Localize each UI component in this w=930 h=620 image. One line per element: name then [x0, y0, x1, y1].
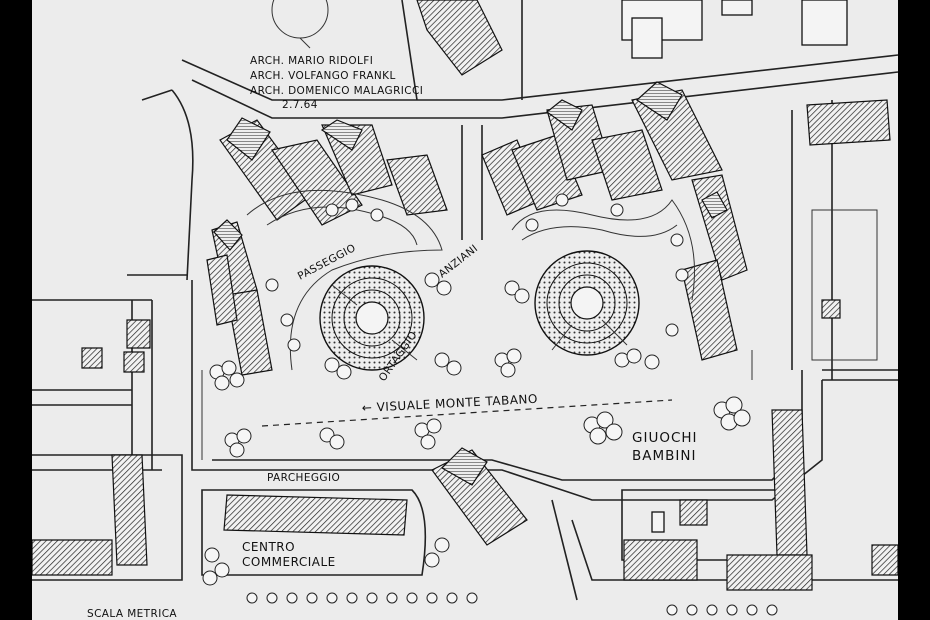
bottom-tree-row	[246, 592, 778, 616]
label-scala-metrica: SCALA METRICA	[87, 608, 177, 620]
circular-garden-right	[534, 250, 640, 356]
site-plan-drawing: ARCH. MARIO RIDOLFI ARCH. VOLFANGO FRANK…	[32, 0, 898, 620]
credits-block: ARCH. MARIO RIDOLFI ARCH. VOLFANGO FRANK…	[250, 55, 423, 111]
southern-buildings	[32, 319, 898, 591]
right-residential-crescent	[481, 81, 748, 361]
credit-date: 2.7.64	[282, 99, 318, 111]
view-axis-line	[261, 399, 673, 427]
label-visuale-monte-tabano: ← VISUALE MONTE TABANO	[361, 392, 538, 415]
credit-architect-3: ARCH. DOMENICO MALAGRICCI	[250, 85, 423, 97]
circular-garden-left	[319, 265, 425, 371]
northern-buildings	[271, 0, 891, 319]
label-commerciale: COMMERCIALE	[242, 555, 336, 569]
urban-plan-sheet: ARCH. MARIO RIDOLFI ARCH. VOLFANGO FRANK…	[32, 0, 898, 620]
left-residential-crescent	[206, 117, 448, 376]
label-giuochi: GIUOCHI	[632, 430, 698, 446]
label-bambini: BAMBINI	[632, 448, 696, 464]
label-parcheggio: PARCHEGGIO	[267, 472, 340, 484]
credit-architect-2: ARCH. VOLFANGO FRANKL	[250, 70, 396, 82]
label-centro: CENTRO	[242, 540, 295, 554]
label-anziani: ANZIANI	[436, 242, 480, 280]
trees	[202, 193, 751, 586]
credit-architect-1: ARCH. MARIO RIDOLFI	[250, 55, 373, 67]
